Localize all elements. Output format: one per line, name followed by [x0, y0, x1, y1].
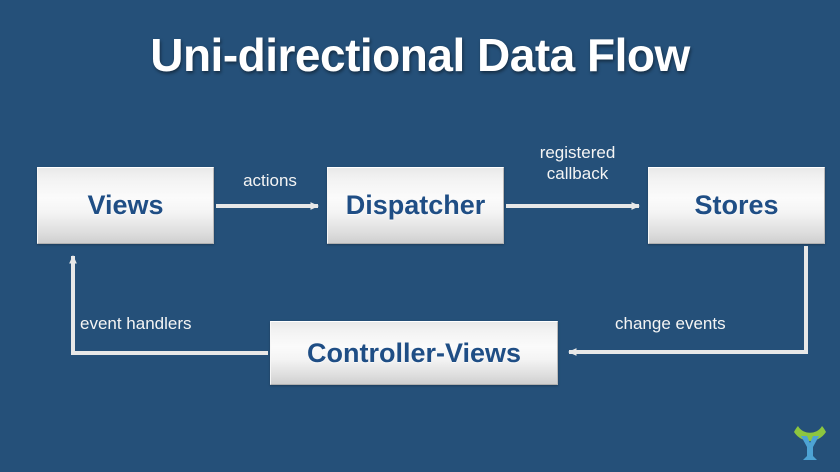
page-title: Uni-directional Data Flow	[150, 29, 690, 81]
node-views[interactable]: Views	[37, 167, 214, 244]
arrow-stores-to-controller	[567, 246, 808, 356]
node-dispatcher[interactable]: Dispatcher	[327, 167, 504, 244]
arrow-controller-to-views	[69, 254, 268, 355]
edge-label-change-events: change events	[615, 314, 726, 333]
edge-label-actions: actions	[243, 171, 297, 190]
edge-label-registered-callback: registered callback	[539, 143, 616, 183]
node-stores[interactable]: Stores	[648, 167, 825, 244]
node-controller-views[interactable]: Controller-Views	[270, 321, 558, 385]
edge-label-event-handlers: event handlers	[80, 314, 192, 333]
brand-logo-icon	[794, 426, 826, 460]
